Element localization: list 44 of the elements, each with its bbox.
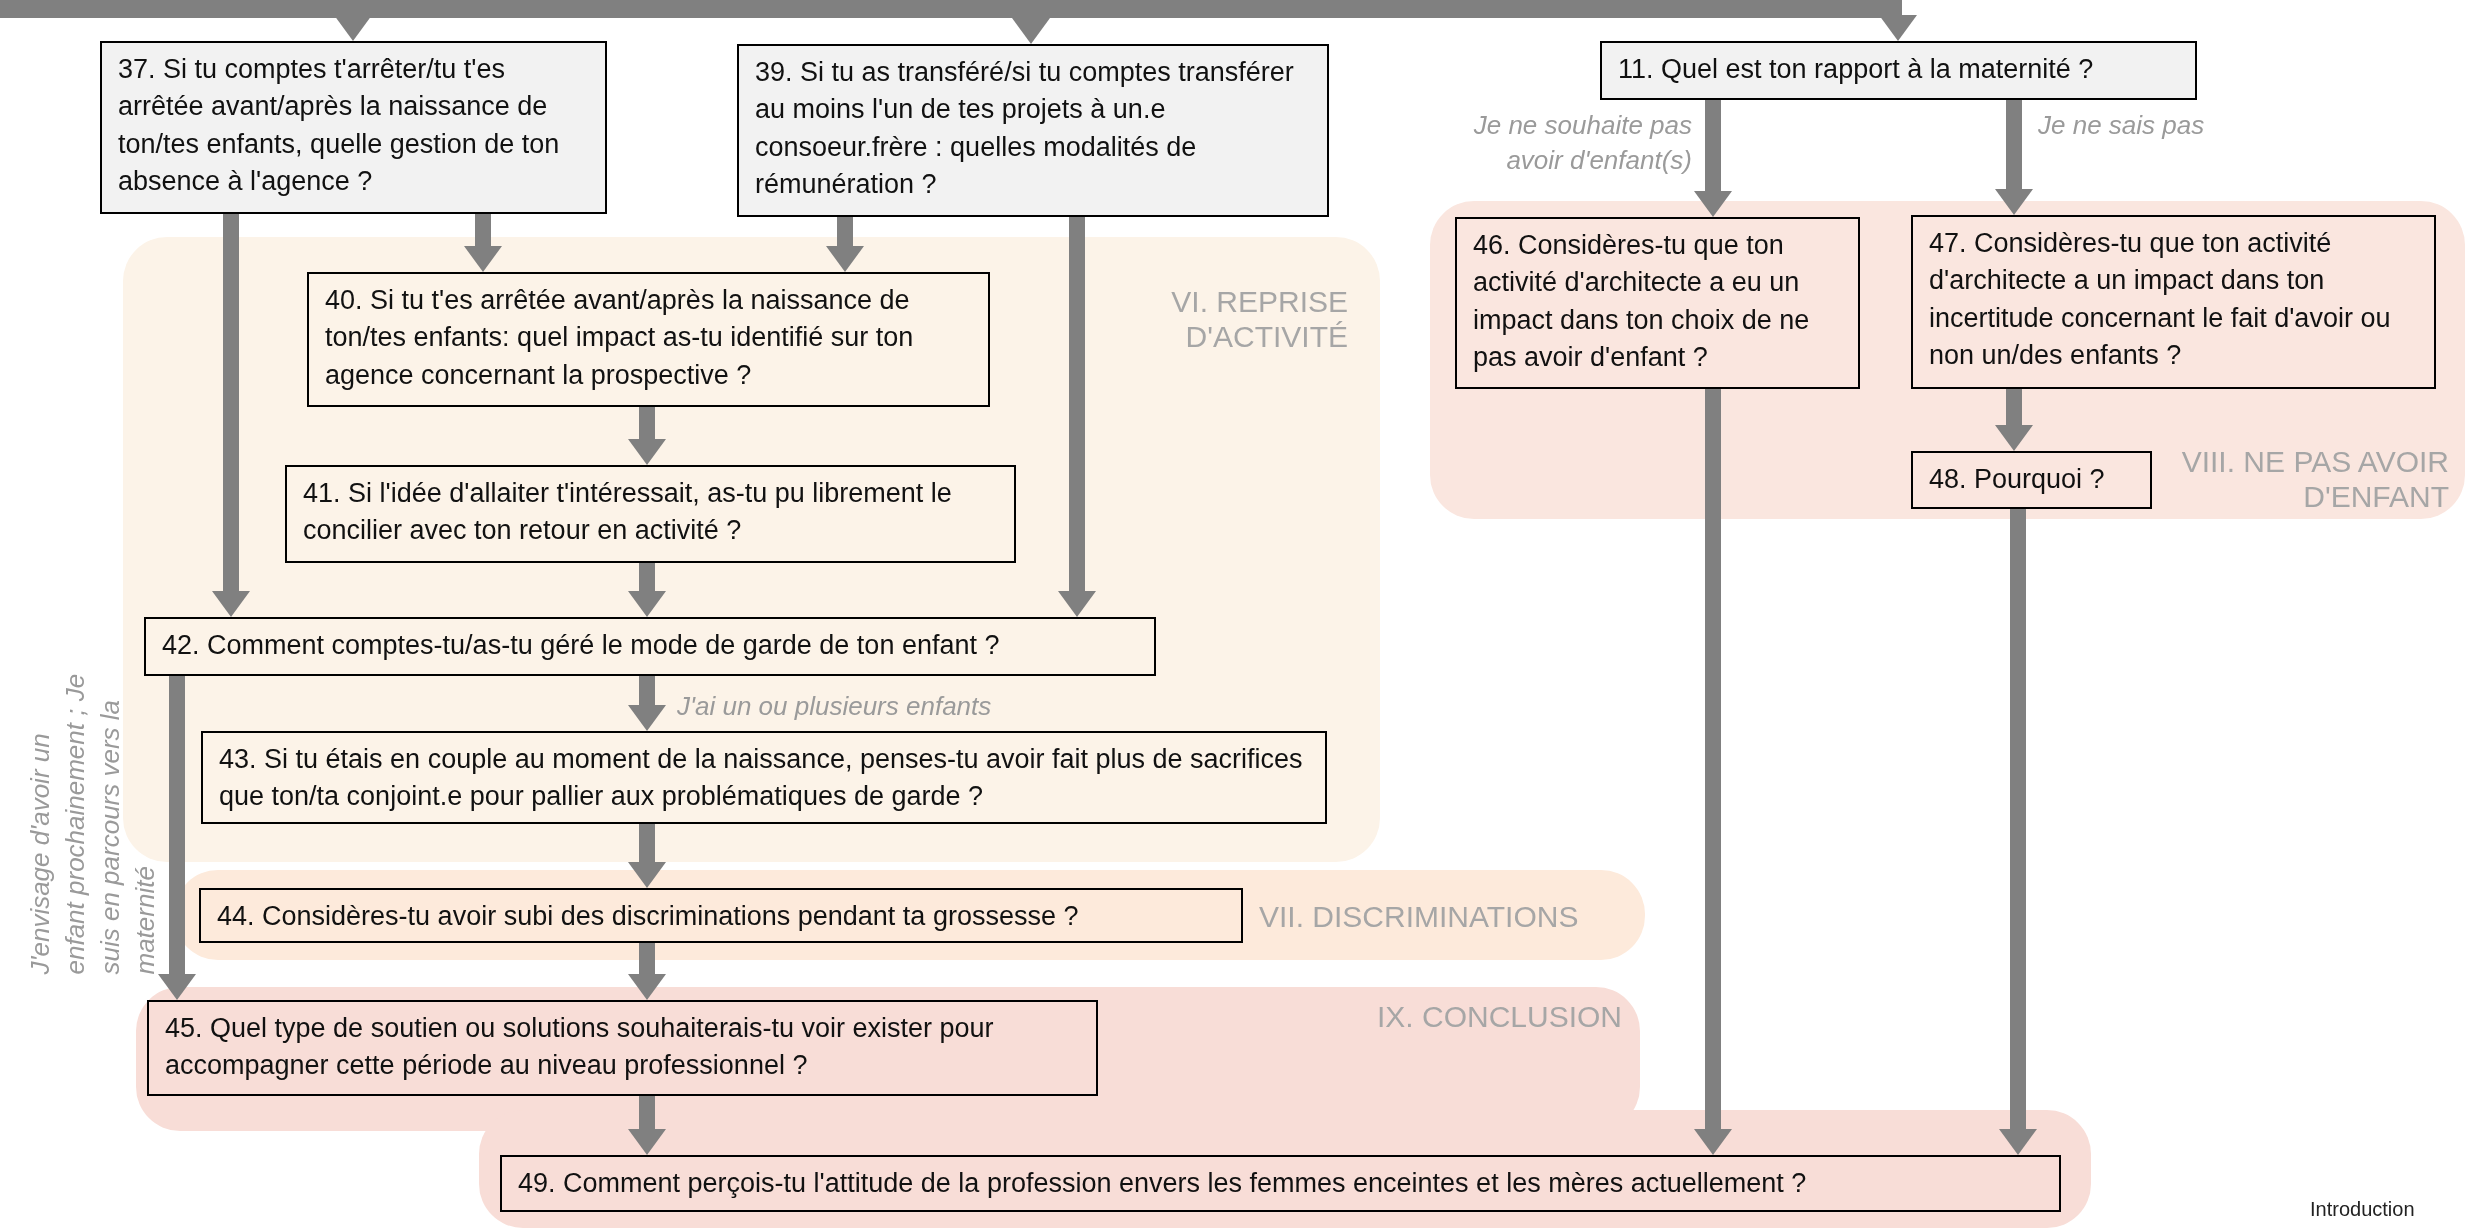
arrow: [1879, 15, 1917, 41]
arrow: [628, 943, 666, 1000]
question-box: 49. Comment perçois-tu l'attitude de la profession envers les femmes enceintes et les mères actuellement ?: [500, 1155, 2061, 1212]
question-box: 45. Quel type de soutien ou solutions souhaiterais-tu voir exister pour accompagner cette période au niveau professionnel ?: [147, 1000, 1098, 1096]
question-box: 47. Considères-tu que ton activité d'architecte a un impact dans ton incertitude concernant le fait d'avoir ou non un/des enfants ?: [1911, 215, 2436, 389]
arrow: [212, 214, 250, 617]
section-panel: [136, 987, 2091, 1228]
section-panel: [1430, 201, 2465, 519]
question-box: 41. Si l'idée d'allaiter t'intéressait, as-tu pu librement le concilier avec ton retour en activité ?: [285, 465, 1016, 563]
edge-label: Je ne sais pas: [2038, 109, 2206, 142]
section-heading: IX. CONCLUSION: [1376, 1000, 1622, 1035]
arrow: [334, 15, 372, 41]
arrow: [1694, 389, 1732, 1155]
arrow: [464, 214, 502, 272]
section-heading: VI. REPRISE D'ACTIVITÉ: [1170, 285, 1348, 354]
arrow: [628, 824, 666, 888]
section-heading: VIII. NE PAS AVOIR D'ENFANT: [2180, 445, 2449, 514]
edge-label: Je ne souhaite pas avoir d'enfant(s): [1472, 109, 1692, 178]
arrow: [628, 407, 666, 465]
arrow: [1999, 509, 2037, 1155]
section-heading: VII. DISCRIMINATIONS: [1259, 900, 1579, 935]
question-box: 39. Si tu as transféré/si tu comptes transférer au moins l'un de tes projets à un.e consoeur.frère : quelles modalités de rémunération ?: [737, 44, 1329, 217]
question-box: 48. Pourquoi ?: [1911, 451, 2152, 509]
question-box: 40. Si tu t'es arrêtée avant/après la naissance de ton/tes enfants: quel impact as-tu identifié sur ton agence concernant la prospective ?: [307, 272, 990, 407]
connector-bar: [0, 0, 1902, 18]
question-box: 43. Si tu étais en couple au moment de la naissance, penses-tu avoir fait plus de sacrifices que ton/ta conjoint.e pour pallier aux problématiques de garde ?: [201, 731, 1327, 824]
question-box: 37. Si tu comptes t'arrêter/tu t'es arrêtée avant/après la naissance de ton/tes enfants, quelle gestion de ton absence à l'agence ?: [100, 41, 607, 214]
edge-label: J'ai un ou plusieurs enfants: [677, 690, 993, 723]
arrow: [158, 676, 196, 1000]
section-panel: [123, 237, 1380, 862]
arrow: [628, 563, 666, 617]
question-box: 44. Considères-tu avoir subi des discriminations pendant ta grossesse ?: [199, 888, 1243, 943]
question-box: 46. Considères-tu que ton activité d'architecte a eu un impact dans ton choix de ne pas avoir d'enfant ?: [1455, 217, 1860, 389]
arrow: [1012, 18, 1050, 44]
arrow: [1995, 100, 2033, 215]
page-label: Introduction: [2310, 1198, 2415, 1221]
arrow: [1058, 217, 1096, 617]
question-box: 42. Comment comptes-tu/as-tu géré le mode de garde de ton enfant ?: [144, 617, 1156, 676]
arrow: [1995, 389, 2033, 451]
arrow: [826, 217, 864, 272]
question-box: 11. Quel est ton rapport à la maternité ?: [1600, 41, 2197, 100]
arrow: [628, 676, 666, 731]
arrow: [628, 1096, 666, 1155]
arrow: [1694, 100, 1732, 217]
